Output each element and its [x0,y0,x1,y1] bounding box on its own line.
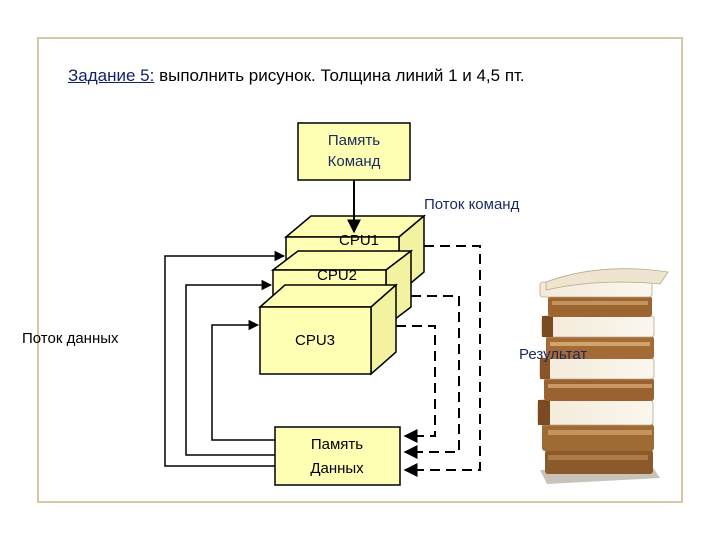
instruction-memory-box: Память Команд [297,122,411,181]
cpu3-label: CPU3 [295,332,335,349]
instruction-flow-label: Поток команд [424,196,520,213]
result-label: Результат [519,346,587,363]
cpu1-label: CPU1 [339,232,379,249]
data-flow-lines [164,250,286,467]
data-memory-box: Память Данных [274,426,401,486]
instruction-memory-line1: Память [328,132,380,149]
data-memory-line1: Память [311,436,363,453]
instruction-memory-line2: Команд [328,153,381,170]
task-heading: Задание 5: выполнить рисунок. Толщина ли… [68,66,525,86]
cpu3-cube: CPU3 [258,283,398,376]
data-memory-line2: Данных [310,460,364,477]
books-stack-icon [537,268,669,484]
cpu2-label: CPU2 [317,267,357,284]
slide-frame [37,37,683,503]
result-flow-lines [396,245,481,477]
task-label: Задание 5: [68,66,155,85]
data-flow-label: Поток данных [22,330,119,347]
task-text: выполнить рисунок. Толщина линий 1 и 4,5… [154,66,525,85]
